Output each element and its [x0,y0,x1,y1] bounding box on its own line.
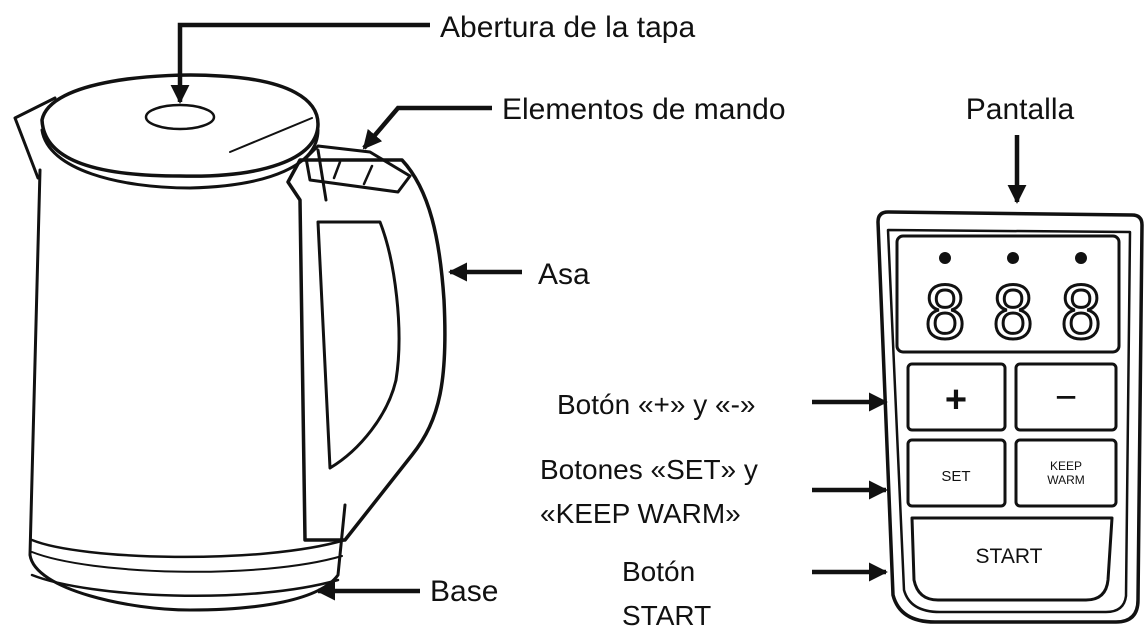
kettle-spout [13,96,57,180]
display-digit: 8 [991,271,1034,355]
display-dot [1075,252,1087,264]
lid-opening [144,103,216,131]
control-panel [876,210,1144,624]
kettle-body [28,168,347,612]
display-digits: 8 8 8 [922,252,1104,357]
display-dot [1007,252,1019,264]
label-set-keep-line1: Botones «SET» y [540,454,758,485]
label-lid-opening: Abertura de la tapa [440,11,695,44]
display-digit: 8 [1059,271,1102,355]
minus-button[interactable] [1014,362,1118,432]
label-base: Base [430,575,498,608]
keep-button-label: KEEP [1050,459,1082,473]
warm-button-label: WARM [1047,473,1085,487]
label-start-line2: START [622,600,711,631]
label-start-line1: Botón [622,556,695,587]
kettle [13,73,447,612]
display-dot [939,252,951,264]
label-controls: Elementos de mando [502,93,786,126]
display-digit: 8 [923,271,966,355]
plus-button-label: + [945,379,967,421]
plus-button[interactable] [906,362,1007,432]
minus-button-label: − [1055,377,1077,419]
kettle-control-buttons [304,144,412,194]
keep-warm-button[interactable] [1014,438,1118,508]
start-button-label: START [976,545,1043,568]
display-window [895,234,1121,354]
set-button-label: SET [941,468,970,485]
kettle-handle [286,158,447,542]
start-button[interactable] [910,516,1114,602]
arrow-lid-opening [170,22,430,104]
kettle-lid [40,73,320,178]
control-panel-outer [876,210,1144,624]
label-handle: Asa [538,258,590,291]
label-display: Pantalla [966,93,1075,126]
kettle-base [30,538,347,559]
arrow-controls [362,105,492,150]
label-set-keep-line2: «KEEP WARM» [540,498,741,529]
label-plus-minus: Botón «+» y «-» [557,389,755,420]
set-button[interactable] [906,438,1007,508]
